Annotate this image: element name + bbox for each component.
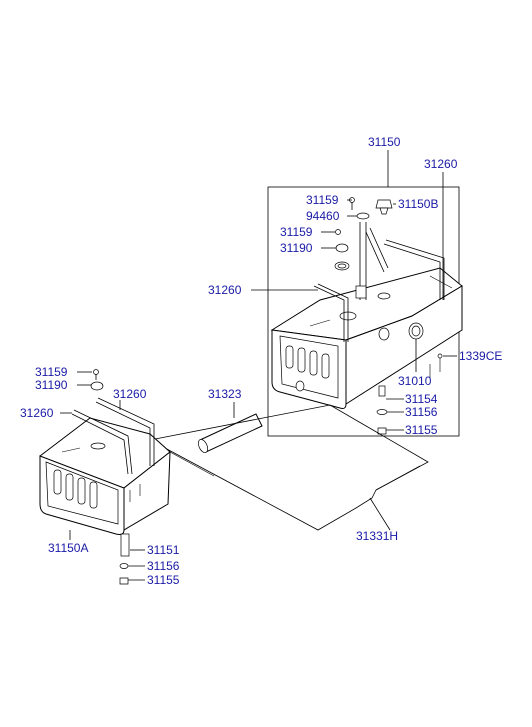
pipe-31323 [197, 402, 263, 453]
right-fuel-tank [270, 267, 463, 409]
sender-base-icon [355, 285, 367, 299]
label-31323: 31323 [208, 387, 242, 401]
label-31151: 31151 [147, 543, 180, 557]
left-assembly-group [39, 369, 215, 585]
label-31154: 31154 [405, 392, 438, 406]
label-31159-left: 31159 [35, 365, 68, 379]
label-31156-left: 31156 [147, 559, 180, 573]
label-31331H: 31331H [356, 529, 398, 543]
bolt-1339CE-icon [437, 353, 443, 359]
label-31155-left: 31155 [147, 573, 180, 587]
label-31010: 31010 [398, 374, 432, 388]
label-31150A: 31150A [48, 541, 88, 555]
screw-31159-mid-icon [335, 229, 341, 235]
label-31159-mid: 31159 [280, 225, 313, 239]
left-fuel-tank [39, 417, 171, 535]
label-31190-right: 31190 [280, 241, 313, 255]
label-31260-left-b: 31260 [20, 406, 54, 420]
label-94460: 94460 [306, 209, 340, 223]
label-31150: 31150 [368, 135, 401, 149]
drain-fitting-31151-icon [120, 533, 130, 557]
label-31159-top: 31159 [306, 193, 339, 207]
label-31260-left-a: 31260 [113, 387, 147, 401]
washer-31156-icon [376, 409, 388, 415]
fuel-cap-31150B [375, 199, 393, 215]
label-1339CE: 1339CE [459, 349, 502, 363]
tank-straps [313, 239, 445, 342]
label-31156-right: 31156 [405, 405, 438, 419]
nut-31155-left-icon [119, 577, 129, 585]
washer-31156-left-icon [119, 563, 129, 569]
label-31150B: 31150B [398, 197, 438, 211]
label-31260-top: 31260 [424, 157, 458, 171]
label-31155-right: 31155 [405, 423, 438, 437]
drain-plug-31154-icon [378, 385, 386, 397]
grommet-31190-icon [335, 243, 349, 253]
protector-plate-31331H [148, 404, 429, 531]
screw-31159-left-icon [93, 369, 99, 375]
label-31190-left: 31190 [35, 378, 68, 392]
grommet-31190-left-icon [90, 381, 104, 391]
label-31260-right: 31260 [208, 283, 242, 297]
right-assembly-group [251, 150, 463, 437]
nut-31155-icon [377, 427, 387, 435]
